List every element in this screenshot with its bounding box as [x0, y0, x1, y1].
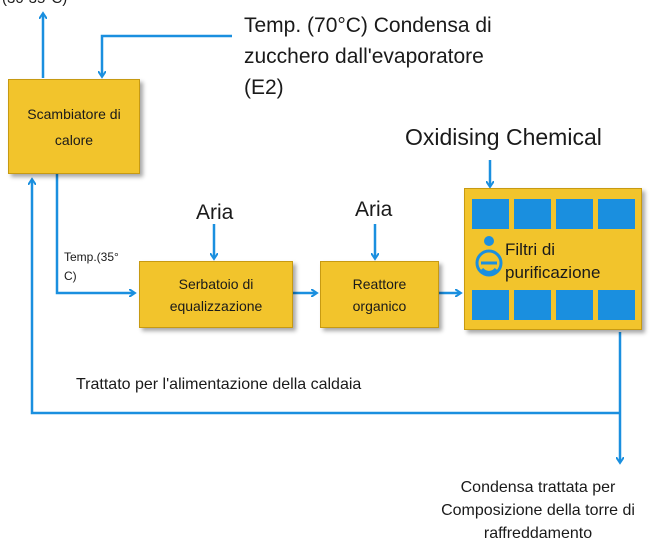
- arrow-return-loop: [32, 180, 620, 415]
- equalization-tank-box: Serbatoio di equalizzazione: [139, 261, 293, 328]
- cooling-line-1: Condensa trattata per: [460, 479, 616, 496]
- reactor-line-1: Reattore: [352, 275, 407, 292]
- filters-line-1: Filtri di: [505, 240, 556, 259]
- condensate-line-1: Temp. (70°C) Condensa di: [244, 14, 492, 37]
- filter-cell: [598, 199, 635, 229]
- arrow-to-tank: [55, 174, 134, 293]
- top-clip-label: (30-35°C): [2, 0, 67, 9]
- heat-exchanger-box: Scambiatore di calore: [8, 79, 140, 174]
- tank-line-2: equalizzazione: [169, 297, 263, 314]
- cooling-line-2: Composizione della torre di: [441, 502, 635, 519]
- filter-cell: [514, 290, 551, 320]
- organic-reactor-box: Reattore organico: [320, 261, 439, 328]
- purification-filters-box: Filtri di purificazione: [464, 188, 642, 330]
- condensate-line-3: (E2): [244, 76, 284, 99]
- oxidising-chemical-label: Oxidising Chemical: [405, 124, 602, 150]
- filter-cell: [556, 199, 593, 229]
- temp-line-1: Temp.(35°: [64, 250, 119, 264]
- arrow-condensate-in: [102, 34, 232, 76]
- boiler-feed-label: Trattato per l'alimentazione della calda…: [76, 376, 362, 393]
- filter-cell: [598, 290, 635, 320]
- tank-line-1: Serbatoio di: [178, 275, 254, 292]
- filters-label: Filtri di purificazione: [505, 238, 600, 284]
- aria-label-1: Aria: [196, 201, 234, 224]
- cooling-output-label: Condensa trattata per Composizione della…: [405, 476, 670, 545]
- filter-icon: [475, 236, 503, 277]
- cooling-line-3: raffreddamento: [483, 525, 593, 542]
- condensate-line-2: zucchero dall'evaporatore: [244, 45, 484, 68]
- filter-cell: [514, 199, 551, 229]
- temp-line-2: C): [64, 269, 77, 283]
- condensate-input-label: Temp. (70°C) Condensa di zucchero dall'e…: [244, 10, 492, 103]
- filter-cell: [472, 290, 509, 320]
- filters-line-2: purificazione: [505, 263, 601, 282]
- reactor-line-2: organico: [352, 297, 407, 314]
- heat-exchanger-line-1: Scambiatore di: [27, 105, 121, 122]
- temp-label: Temp.(35° C): [64, 248, 119, 286]
- aria-label-2: Aria: [355, 198, 393, 221]
- filter-cell: [556, 290, 593, 320]
- heat-exchanger-line-2: calore: [54, 131, 94, 148]
- filter-cell: [472, 199, 509, 229]
